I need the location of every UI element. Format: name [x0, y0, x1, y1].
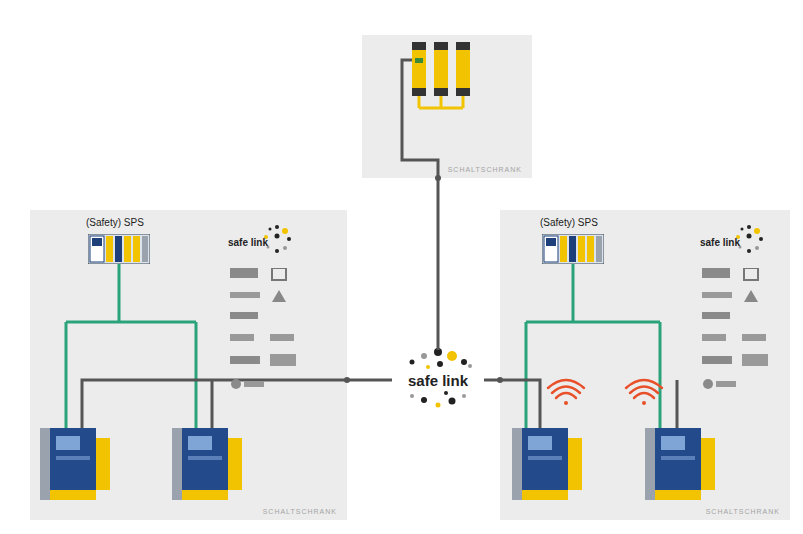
safety-relays: [412, 42, 470, 108]
safe-link-wire: [402, 60, 438, 178]
logo-label: safe link: [228, 232, 268, 250]
plc-rack: [88, 234, 150, 264]
panel-text: SCHALTSCHRANK: [263, 508, 337, 515]
cabinet-panel: SCHALTSCHRANK (Safety) SPS: [30, 210, 347, 520]
safe-link-hub: safe link: [392, 350, 484, 410]
safe-link-logo: [264, 225, 291, 253]
safe-link-wire: [82, 380, 347, 428]
safety-device: [512, 428, 582, 500]
wire-joint: [435, 175, 441, 181]
logo-text: safe link: [700, 237, 740, 248]
panel-text: SCHALTSCHRANK: [706, 508, 780, 515]
safe-link-connector: [347, 379, 392, 382]
logo-text: safe link: [228, 237, 268, 248]
plc-text: (Safety) SPS: [540, 217, 638, 228]
safe-link-logo: [736, 225, 763, 253]
cabinet-panel: SCHALTSCHRANK: [362, 35, 532, 178]
safe-link-connector: [437, 178, 440, 350]
wire-joint: [497, 377, 503, 383]
wireless-symbol: [548, 380, 662, 405]
fieldbus-logos: [702, 268, 768, 389]
plc-group: (Safety) SPS: [540, 217, 638, 277]
logo-label: safe link: [700, 232, 740, 250]
safe-link-wire: [500, 380, 677, 428]
fieldbus-wire: [66, 264, 196, 428]
fieldbus-wire: [526, 264, 660, 428]
safety-device: [40, 428, 110, 500]
cabinet-panel: [500, 210, 790, 520]
center-text: safe link: [408, 372, 468, 389]
cabinet-panel: [362, 35, 532, 178]
safety-device: [172, 428, 242, 500]
plc-text: (Safety) SPS: [86, 217, 184, 228]
safety-device: [645, 428, 715, 500]
fieldbus-logos: [230, 268, 296, 389]
cabinet-panel: [30, 210, 347, 520]
panel-text: SCHALTSCHRANK: [448, 166, 522, 173]
plc-rack: [542, 234, 604, 264]
plc-group: (Safety) SPS: [86, 217, 184, 277]
safe-link-connector: [484, 379, 500, 382]
wire-joint: [344, 377, 350, 383]
cabinet-panel: SCHALTSCHRANK (Safety) SPS: [500, 210, 790, 520]
